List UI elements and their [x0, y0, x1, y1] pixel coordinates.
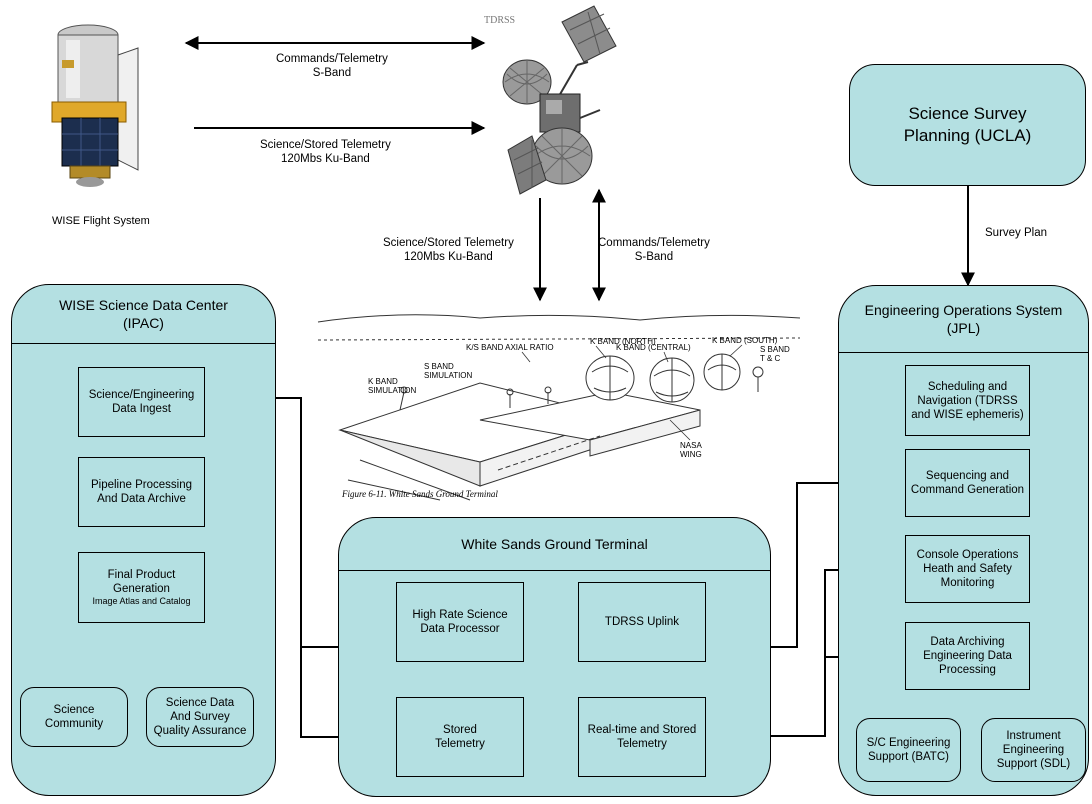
wsgt-title: White Sands Ground Terminal — [339, 518, 770, 571]
ground-label-k-central: K BAND (CENTRAL) — [616, 343, 691, 352]
link-label-survey-plan: Survey Plan — [985, 227, 1048, 239]
ground-label-k-south: K BAND (SOUTH) — [712, 336, 778, 345]
tdrss-label: TDRSS — [484, 15, 516, 26]
jpl-panel: Engineering Operations System(JPL) — [838, 285, 1089, 796]
ground-label-ks-axial: K/S BAND AXIAL RATIO — [466, 343, 554, 352]
ground-terminal-caption: Figure 6-11. White Sands Ground Terminal — [342, 489, 498, 499]
tdrss-uplink-box: TDRSS Uplink — [578, 582, 706, 662]
ground-label-k-north: K BAND (NORTH) — [590, 337, 656, 346]
flight-system-label: WISE Flight System — [52, 215, 150, 227]
satellite-icon — [502, 5, 617, 195]
ipac-title: WISE Science Data Center(IPAC) — [12, 285, 275, 344]
jpl-title: Engineering Operations System(JPL) — [839, 286, 1088, 353]
spacecraft-icon — [51, 24, 139, 187]
